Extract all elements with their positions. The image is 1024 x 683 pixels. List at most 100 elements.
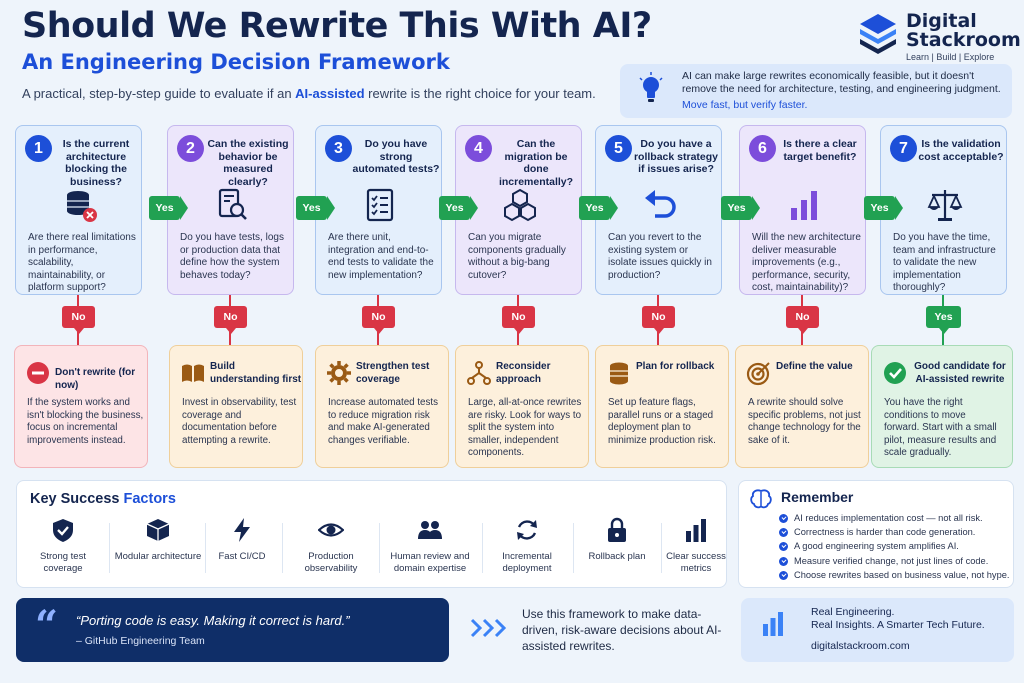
book-icon	[182, 364, 204, 382]
success-factor: Incremental deployment	[485, 515, 569, 583]
intro-part: A practical, step-by-step guide to evalu…	[22, 86, 296, 101]
step-number: 5	[605, 135, 632, 162]
outcome-title: Build understanding first	[210, 361, 302, 385]
no-label: No	[62, 306, 95, 334]
target-icon	[746, 362, 770, 386]
no-label: No	[214, 306, 247, 334]
outcome-description: You have the right conditions to move fo…	[884, 397, 997, 458]
remember-item: A good engineering system amplifies AI.	[779, 539, 1010, 553]
success-factor-label: Fast CI/CD	[218, 551, 266, 562]
undo-arrow-icon	[645, 190, 676, 218]
database-x-icon	[67, 191, 97, 222]
step-description: Can you migrate components gradually wit…	[468, 232, 566, 281]
quote-text: “Porting code is easy. Making it correct…	[76, 613, 350, 628]
step-description: Can you revert to the existing system or…	[608, 232, 712, 281]
step-question: Can the migration be done incrementally?	[498, 138, 574, 188]
remember-title: Remember	[781, 489, 854, 505]
ksf-title-b: Factors	[123, 491, 176, 507]
step-description: Will the new architecture deliver measur…	[752, 232, 861, 293]
outcome-card-6[interactable]: Define the value A rewrite should solve s…	[735, 345, 869, 468]
success-factor-label: Rollback plan	[588, 551, 646, 562]
intro-highlight: AI-assisted	[295, 86, 365, 101]
sync-icon	[517, 520, 537, 540]
success-factor: Production observability	[287, 515, 375, 583]
database-icon	[610, 362, 628, 385]
step-question: Is the validation cost acceptable?	[918, 138, 1004, 163]
outcome-title: Don't rewrite (for now)	[55, 367, 136, 391]
factor-divider	[573, 523, 574, 573]
gear-icon	[327, 361, 351, 385]
outcome-description: Increase automated tests to reduce migra…	[328, 397, 439, 446]
step-number: 2	[177, 135, 204, 162]
remember-panel: Remember AI reduces implementation cost …	[738, 480, 1014, 588]
decision-step-1[interactable]: 1 Is the current architecture blocking th…	[15, 125, 142, 295]
quote-mark-icon: “	[35, 602, 59, 649]
stack-logo-icon	[860, 14, 896, 54]
page-subtitle: An Engineering Decision Framework	[22, 50, 450, 74]
brand-url[interactable]: digitalstackroom.com	[811, 640, 910, 652]
outcome-title: Good candidate for AI-assisted rewrite	[914, 361, 1006, 385]
no-label: No	[502, 306, 535, 334]
ai-note-panel: AI can make large rewrites economically …	[620, 64, 1012, 118]
success-factor-label: Strong test coverage	[40, 551, 86, 574]
outcome-description: Set up feature flags, parallel runs or a…	[608, 397, 716, 446]
bar-chart-icon	[763, 612, 783, 636]
outcome-description: Large, all-at-once rewrites are risky. L…	[468, 397, 582, 458]
success-factor-label: Clear success metrics	[666, 551, 726, 574]
step-number: 6	[749, 135, 776, 162]
outcome-card-1[interactable]: Don't rewrite (for now)If the system wor…	[14, 345, 148, 468]
eye-icon	[318, 523, 344, 537]
outcome-description: Invest in observability, test coverage a…	[182, 397, 297, 446]
factor-divider	[481, 523, 483, 573]
cube-icon	[146, 519, 170, 541]
scales-icon	[927, 190, 963, 221]
success-factor: Rollback plan	[577, 515, 657, 583]
logo-line1: Digital	[906, 10, 977, 32]
logo-tagline: Learn | Build | Explore	[906, 52, 995, 62]
outcome-description: A rewrite should solve specific problems…	[748, 397, 861, 446]
factor-divider	[109, 523, 110, 573]
step-number: 1	[25, 135, 52, 162]
remember-list: AI reduces implementation cost — not all…	[779, 511, 1010, 582]
cubes-icon	[504, 188, 536, 222]
success-factor-label: Production observability	[304, 551, 358, 574]
logo-line2: Stackroom	[906, 29, 1021, 51]
step-question: Is there a clear target benefit?	[783, 138, 857, 163]
success-factor-label: Human review and domain expertise	[390, 551, 470, 574]
yes-arrow: Yes	[296, 196, 335, 220]
checklist-icon	[366, 188, 394, 222]
success-factor: Clear success metrics	[665, 515, 727, 583]
success-factor-label: Modular architecture	[114, 551, 202, 562]
factor-divider	[378, 523, 380, 573]
success-factor: Modular architecture	[113, 515, 203, 583]
ksf-title-a: Key Success	[30, 491, 124, 507]
remember-item: Correctness is harder than code generati…	[779, 525, 1010, 539]
lightbulb-icon	[639, 72, 663, 102]
step-description: Are there real limitations in performanc…	[28, 232, 136, 293]
lightning-icon	[234, 518, 250, 542]
brain-icon	[750, 489, 772, 509]
decision-step-6[interactable]: 6 Is there a clear target benefit? Will th…	[739, 125, 866, 295]
brand-line1: Real Engineering.	[811, 606, 895, 618]
success-factor: Strong test coverage	[21, 515, 105, 583]
key-success-factors: Key Success Factors Strong test coverage…	[16, 480, 727, 588]
outcome-title: Define the value	[776, 361, 853, 372]
cta-panel: Use this framework to make data-driven, …	[470, 606, 730, 656]
remember-item: AI reduces implementation cost — not all…	[779, 511, 1010, 525]
ksf-title: Key Success Factors	[30, 491, 176, 507]
intro-text: A practical, step-by-step guide to evalu…	[22, 86, 596, 101]
success-factor-label: Incremental deployment	[502, 551, 552, 574]
chevrons-right-icon	[470, 618, 507, 638]
step-question: Is the current architecture blocking the…	[62, 138, 130, 188]
cta-text: Use this framework to make data-driven, …	[522, 607, 722, 653]
step-question: Can the existing behavior be measured cl…	[207, 138, 289, 188]
remember-item: Choose rewrites based on business value,…	[779, 568, 1010, 582]
